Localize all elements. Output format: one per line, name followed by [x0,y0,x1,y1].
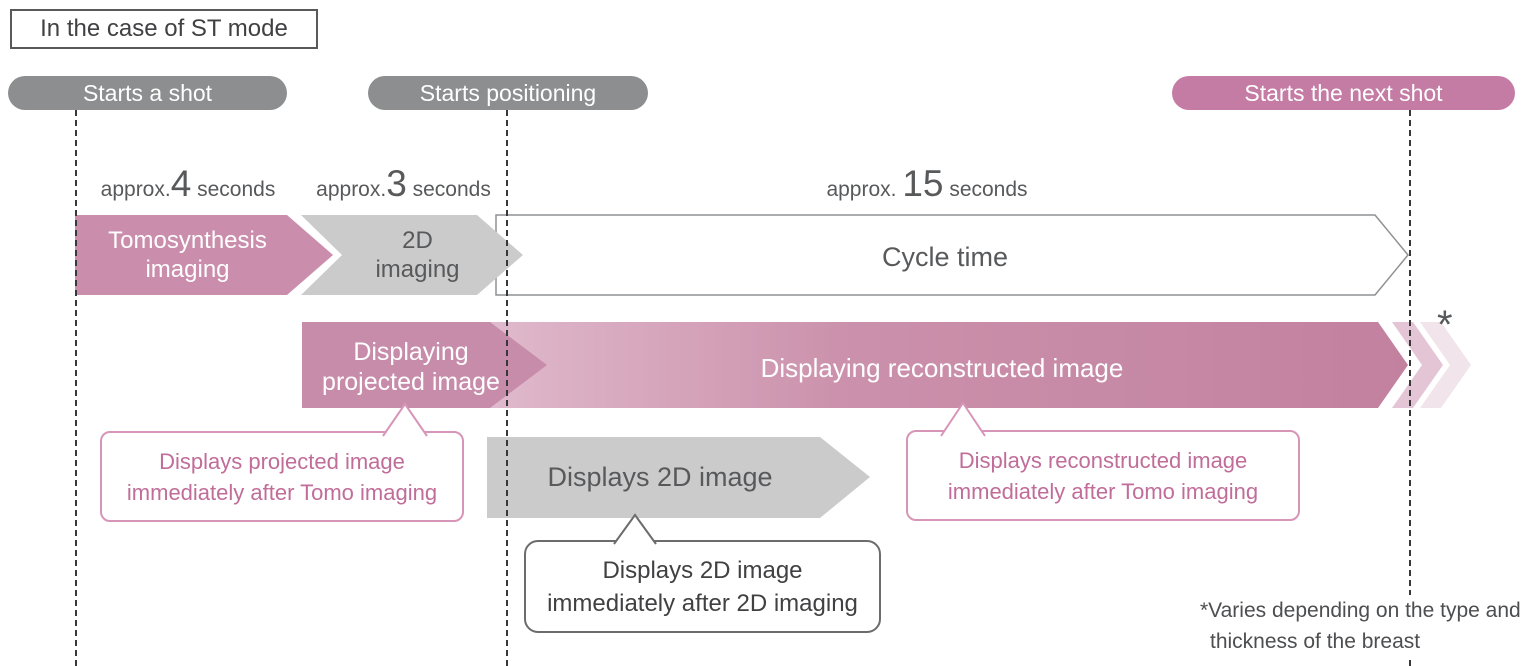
diagram-title: In the case of ST mode [10,9,318,49]
label-line: imaging [145,256,230,283]
duration-unit: seconds [406,178,491,201]
displays-2d-image-label: Displays 2D image [547,462,773,492]
label-line: Tomosynthesis [108,227,267,254]
duration-unit: seconds [191,178,276,201]
callout-pointer [940,401,986,437]
footnote: *Varies depending on the type and thickn… [1200,595,1528,657]
duration-prefix: approx. [826,178,903,201]
timeline-marker-line [1409,110,1411,666]
callout-2d-image: Displays 2D image immediately after 2D i… [524,540,881,633]
duration-prefix: approx. [316,178,387,201]
callout-reconstructed-image: Displays reconstructed image immediately… [906,430,1300,521]
callout-line: immediately after Tomo imaging [126,479,438,505]
label-line: 2D [402,227,433,254]
callout-line: immediately after Tomo imaging [947,478,1259,504]
callout-line: immediately after 2D imaging [547,589,858,617]
asterisk-marker: * [1437,303,1453,347]
duration-value: 15 [902,163,944,204]
duration-tomo: approx.4 seconds [75,163,301,205]
duration-prefix: approx. [100,178,171,201]
footnote-line: *Varies depending on the type and [1200,599,1521,622]
cycle-time-label: Cycle time [881,242,1009,272]
duration-2d: approx.3 seconds [300,163,507,205]
duration-value: 3 [386,163,407,204]
tomosynthesis-imaging-arrow [75,215,333,295]
callout-pointer [382,402,428,437]
label-line: Displaying [353,338,469,366]
duration-cycle: approx. 15 seconds [702,163,1152,205]
milestone-starts-positioning: Starts positioning [368,76,648,110]
duration-value: 4 [170,163,192,204]
timeline-marker-line [75,110,77,666]
displaying-projected-image-label: Displaying projected image [302,337,520,397]
label-line: projected image [322,368,500,396]
callout-line: Displays projected image [159,448,405,474]
callout-pointer [613,513,657,545]
label-line: imaging [375,256,460,283]
displaying-reconstructed-image-label: Displaying reconstructed image [760,353,1124,383]
cycle-time-arrow [495,214,1409,296]
milestone-starts-a-shot: Starts a shot [8,76,287,110]
callout-projected-image: Displays projected image immediately aft… [100,431,464,522]
footnote-line: thickness of the breast [1210,630,1421,653]
displays-2d-image-arrow [487,437,870,518]
duration-unit: seconds [943,178,1028,201]
callout-line: Displays 2D image [602,556,803,584]
tomosynthesis-imaging-label: Tomosynthesis imaging [80,226,295,284]
timeline-marker-line [506,110,508,666]
milestone-starts-next-shot: Starts the next shot [1172,76,1515,110]
callout-line: Displays reconstructed image [958,447,1248,473]
2d-imaging-label: 2D imaging [335,226,500,284]
